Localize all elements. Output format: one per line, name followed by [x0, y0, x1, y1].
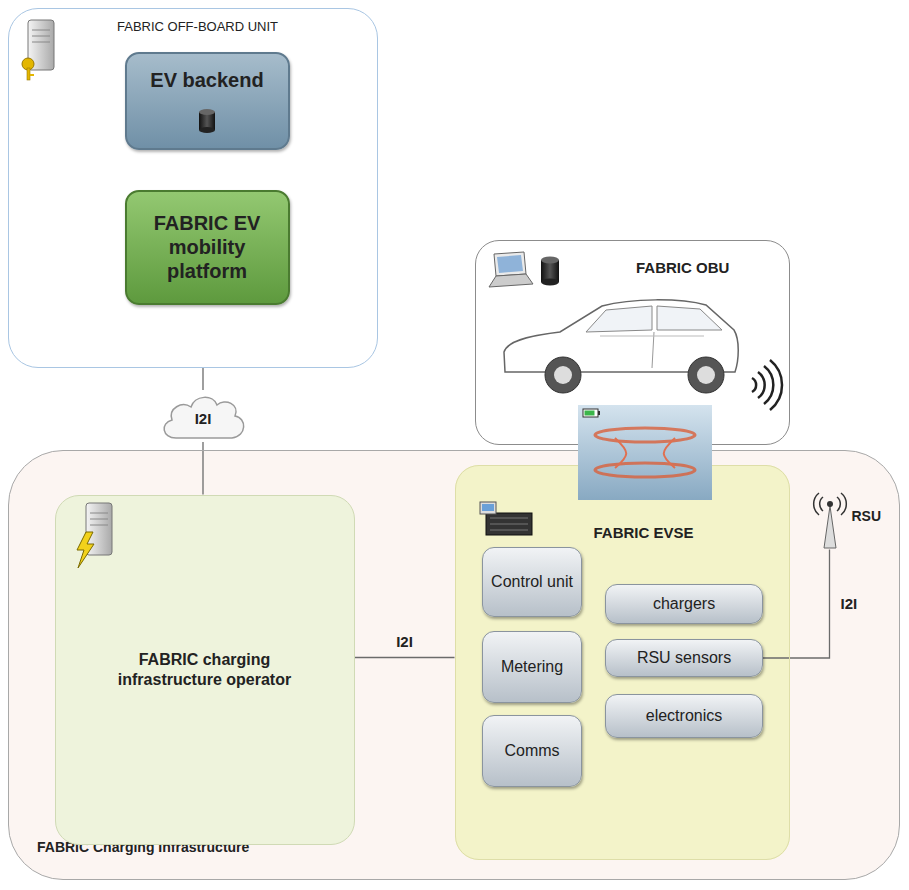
component-box: chargers	[605, 584, 763, 624]
database-cylinder	[541, 257, 559, 286]
node-label: EV backend	[150, 68, 263, 92]
offboard-unit: FABRIC OFF-BOARD UNIT EV backendFABRIC EV…	[8, 8, 378, 368]
edge-label-holder: I2I	[838, 594, 861, 613]
platform-box: FABRIC EV mobility platform	[125, 190, 290, 305]
node-label: Comms	[504, 741, 559, 760]
rack-icon	[480, 502, 532, 535]
node-label: FABRIC charging infrastructure operator	[86, 650, 324, 688]
connector-line	[202, 368, 203, 390]
server-power-icon	[77, 503, 112, 568]
component-box: Metering	[482, 631, 582, 703]
edge-label-holder: I2I	[393, 632, 416, 651]
node-label: electronics	[646, 706, 722, 725]
node-heading: RSU	[852, 508, 882, 525]
wireless-signal	[752, 360, 782, 410]
server-key-icon	[22, 20, 54, 80]
evse-box: FABRIC EVSE Control unitMeteringComms char…	[455, 465, 790, 860]
component-box: RSU sensors	[605, 639, 763, 677]
operator-box: FABRIC charging infrastructure operator	[55, 495, 355, 845]
charging-pad	[578, 405, 712, 500]
obu-box: FABRIC OBU	[475, 240, 790, 445]
node-label: FABRIC EV mobility platform	[135, 211, 280, 283]
database-cylinder	[199, 109, 215, 133]
node-heading: FABRIC OBU	[636, 259, 729, 277]
region-fill	[9, 451, 900, 880]
connector-line	[763, 550, 830, 659]
edge-label: I2I	[393, 632, 416, 651]
car-illustration	[504, 300, 738, 393]
node-label: I2I	[195, 410, 212, 428]
laptop-icon	[489, 252, 533, 287]
node-label: Control unit	[491, 572, 573, 591]
connector-line	[355, 657, 455, 658]
component-box: electronics	[605, 694, 763, 738]
network-cloud: I2I	[158, 390, 248, 442]
component-box: Control unit	[482, 547, 582, 617]
rsu-antenna: RSU	[812, 488, 848, 550]
node-label: chargers	[653, 594, 715, 613]
infrastructure-region: FABRIC Charging InfrastructureFABRIC cha…	[8, 450, 900, 880]
component-box: Comms	[482, 715, 582, 787]
antenna-icon	[814, 493, 847, 548]
edge-label: I2I	[838, 594, 861, 613]
node-heading: FABRIC EVSE	[594, 524, 694, 542]
evse-fill	[455, 465, 790, 860]
node-label: RSU sensors	[637, 648, 731, 667]
node-label: Metering	[501, 657, 563, 676]
node-heading: FABRIC OFF-BOARD UNIT	[117, 19, 278, 35]
backend-box: EV backend	[125, 52, 290, 150]
